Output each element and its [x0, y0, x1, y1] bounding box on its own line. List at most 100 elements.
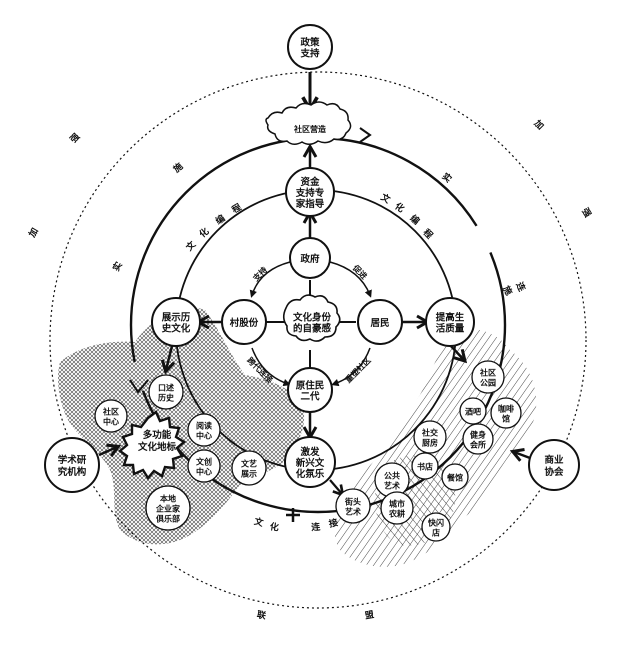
business-node[interactable]	[528, 439, 580, 491]
cultural-creative-label-line-2: 中心	[196, 467, 212, 477]
reshape-label: 重塑社区	[343, 355, 373, 385]
local-club-node[interactable]	[145, 485, 191, 531]
improve-down-arrow	[449, 344, 468, 364]
academic-label-line-2: 究机构	[58, 466, 87, 478]
left-ring-char-1: 实	[110, 260, 125, 274]
residents-label-line-1: 居民	[370, 318, 389, 329]
art-display-node[interactable]	[231, 450, 267, 486]
local-club-label-line-3: 俱乐部	[155, 514, 180, 524]
coop-native-curve	[251, 347, 291, 387]
display-history-label-line-1: 展示历	[162, 312, 191, 323]
support-label: 支持	[250, 265, 269, 284]
native-second-gen-label-line-2: 二代	[300, 390, 320, 402]
gym-label-line-2: 会所	[470, 440, 486, 450]
pride-label-line-1: 文化身份	[292, 311, 332, 323]
bottom-ring-char-1: 文	[252, 515, 266, 529]
reading-center-label-line-1: 阅读	[196, 421, 212, 431]
community-park-label-line-2: 公园	[480, 379, 496, 388]
academic-label-line-1: 学术研	[58, 454, 87, 466]
public-art-label-line-2: 艺术	[384, 481, 400, 491]
reading-center-node[interactable]	[187, 413, 221, 447]
street-art-label-line-1: 街头	[344, 497, 361, 507]
left-ring-char-6: 程	[230, 201, 244, 216]
funding-node[interactable]	[285, 167, 335, 217]
outer-right-char-3: 连	[513, 280, 528, 294]
gym-label-line-1: 健身	[470, 430, 486, 440]
left-ring-char-3: 文	[183, 238, 199, 254]
native-second-gen-label-line-1: 原住民	[296, 379, 325, 391]
resident-native-curve	[331, 347, 371, 387]
policy-label-line-1: 政策	[300, 36, 320, 48]
outer-left-char-2: 强	[68, 131, 82, 145]
node-shapes	[44, 24, 580, 493]
right-ring-char-2: 化	[393, 200, 407, 215]
community-building-label-line-1: 社区营造	[293, 124, 326, 134]
business-label-line-2: 协会	[544, 466, 564, 478]
right-ring-char-5: 实	[440, 170, 455, 185]
community-park-node[interactable]	[471, 360, 505, 394]
city-farm-node[interactable]	[380, 491, 414, 525]
public-art-label-line-1: 公共	[384, 471, 400, 481]
landmark-label-line-1: 多功能	[143, 429, 172, 441]
improve-node[interactable]	[425, 297, 475, 347]
flash-store-label-line-2: 店	[432, 528, 440, 538]
street-art-node[interactable]	[335, 488, 371, 524]
street-art-label-line-2: 艺术	[345, 507, 361, 517]
outer-left-char-1: 加	[25, 226, 40, 241]
left-ring-char-4: 化	[197, 225, 212, 240]
community-park-label-line-1: 社区	[479, 368, 496, 378]
bookstore-node[interactable]	[411, 452, 439, 480]
ring-arrow-right	[359, 127, 372, 143]
government-label-line-1: 政府	[300, 253, 320, 265]
government-node[interactable]	[289, 237, 331, 279]
left-ring-char-5: 编	[213, 212, 227, 227]
flash-store-label-line-1: 快闪	[428, 518, 444, 528]
improve-life-label-line-2: 活质量	[436, 322, 465, 334]
community-building-cloud[interactable]	[265, 101, 352, 145]
restaurant-label-line-1: 餐馆	[446, 473, 463, 483]
gym-node[interactable]	[462, 423, 494, 455]
bar-node[interactable]	[459, 397, 487, 425]
bottom-ring-char-4: 接	[328, 516, 339, 530]
oral-history-node[interactable]	[148, 374, 184, 410]
funding-label-line-3: 家指导	[296, 198, 325, 210]
cafe-label-line-1: 咖啡	[498, 404, 514, 414]
social-kitchen-label-line-1: 社交	[421, 428, 438, 438]
outer-dotted-ring	[49, 71, 587, 609]
cultural-creative-node[interactable]	[187, 449, 221, 483]
academic-node[interactable]	[44, 437, 100, 493]
flash-store-node[interactable]	[421, 512, 451, 542]
policy-label-line-2: 支持	[299, 47, 320, 59]
promote-label: 促进	[350, 262, 369, 281]
pride-cloud[interactable]	[282, 294, 341, 342]
oral-history-label-line-1: 口述	[158, 383, 174, 393]
spark-vitality-label-line-2: 新兴文	[296, 457, 325, 469]
city-farm-label-line-1: 城市	[389, 499, 405, 509]
residents-node[interactable]	[357, 299, 403, 345]
spark-node[interactable]	[284, 436, 336, 488]
cafe-node[interactable]	[490, 397, 522, 429]
pride-label-line-2: 的自豪感	[293, 322, 332, 334]
bottom-ring-char-3: 连	[311, 521, 322, 534]
art-display-label-line-2: 展示	[240, 470, 257, 479]
left-ring-char-2: 施	[171, 160, 186, 175]
cafe-label-line-2: 馆	[502, 414, 510, 424]
improve-life-label-line-1: 提高生	[436, 311, 465, 323]
labels-layer: 政策支持社区营造资金支持专家指导政府村股份居民文化身份的自豪感原住民二代展示历史…	[58, 36, 564, 537]
community-center-node[interactable]	[94, 399, 128, 433]
gov-resident-curve	[329, 261, 372, 298]
native-node[interactable]	[287, 367, 333, 413]
landmark-star[interactable]	[118, 410, 187, 481]
city-farm-label-line-2: 农耕	[388, 509, 405, 519]
gov-coop-curve	[249, 261, 291, 298]
restaurant-node[interactable]	[441, 463, 469, 491]
policy-node[interactable]	[287, 24, 333, 70]
social-kitchen-node[interactable]	[413, 420, 447, 454]
bar-label-line-1: 酒吧	[465, 407, 481, 417]
community-center-label-line-2: 中心	[103, 417, 119, 427]
funding-label-line-2: 支持专	[295, 187, 325, 199]
display-node[interactable]	[151, 297, 201, 347]
village-coop-node[interactable]	[221, 299, 267, 345]
business-label-line-1: 商业	[544, 454, 564, 466]
